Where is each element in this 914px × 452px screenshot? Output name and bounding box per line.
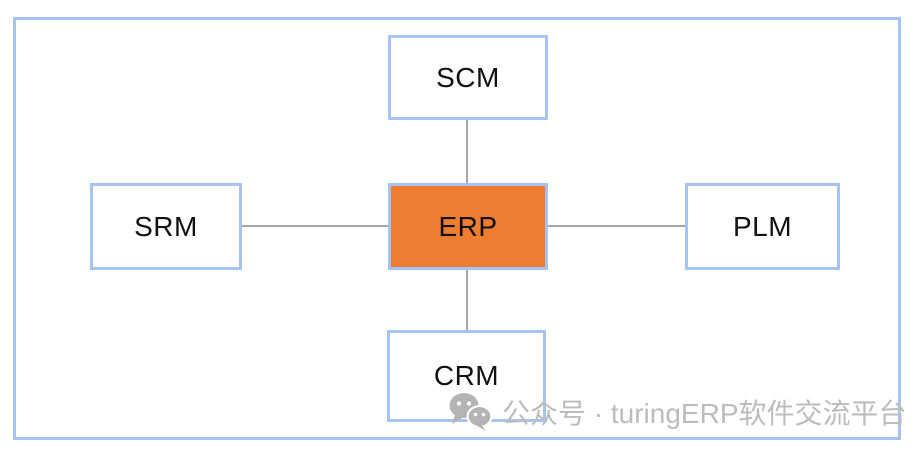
node-plm-label: PLM: [732, 210, 793, 242]
node-srm-label: SRM: [134, 210, 198, 242]
edge-erp-srm: [242, 225, 388, 227]
node-crm-label: CRM: [433, 360, 500, 391]
edge-erp-plm: [548, 225, 685, 227]
node-crm: CRM: [387, 330, 546, 422]
node-scm-label: SCM: [436, 61, 500, 93]
node-plm: PLM: [685, 183, 840, 270]
edge-erp-scm: [466, 120, 468, 183]
edge-erp-crm: [466, 270, 468, 330]
node-erp: ERP: [388, 183, 548, 270]
node-srm: SRM: [90, 183, 242, 270]
node-scm: SCM: [388, 35, 548, 120]
node-erp-label: ERP: [438, 210, 498, 242]
